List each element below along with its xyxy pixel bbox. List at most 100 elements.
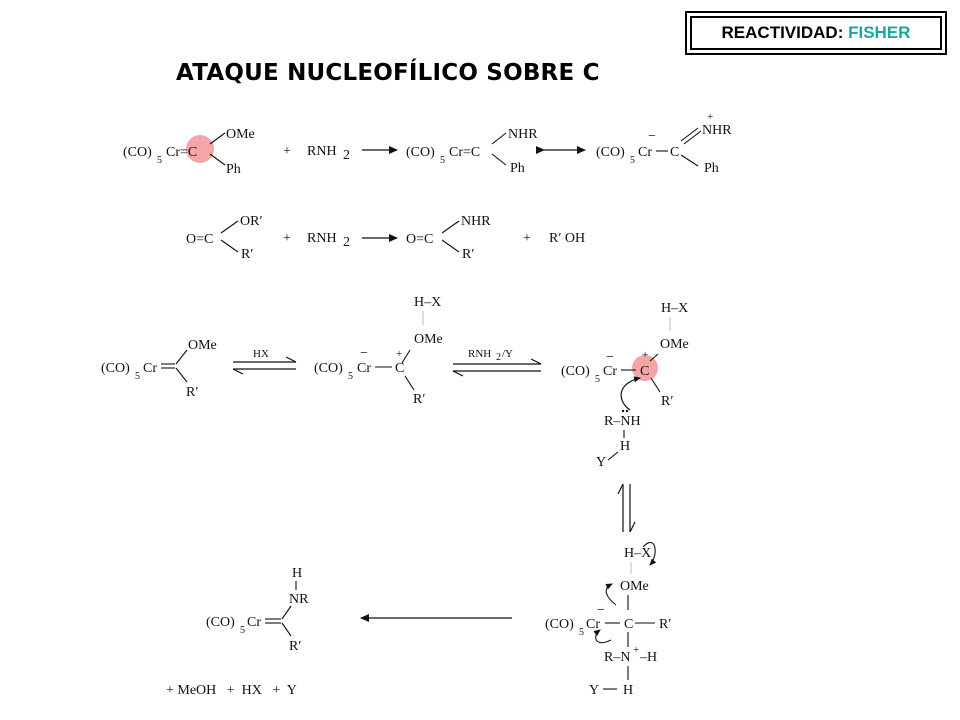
highlight-carbon-1: [186, 135, 214, 163]
y-reagent: /Y: [502, 348, 513, 360]
hx-label: H–X: [624, 546, 651, 561]
ph-label: Ph: [704, 161, 719, 176]
row1-amine: RNH 2: [307, 144, 350, 163]
row2-amine: RNH 2: [307, 231, 350, 250]
byproducts-label: + MeOH + HX + Y: [166, 683, 297, 698]
plus-sign: +: [283, 144, 291, 159]
rn-group: R–N: [604, 650, 630, 665]
plus-charge: +: [396, 348, 402, 360]
h-label: H: [623, 683, 633, 698]
page-title: ATAQUE NUCLEOFÍLICO SOBRE C: [176, 60, 600, 86]
or-prime-label: OR′: [240, 214, 263, 229]
o-eq-c: O=C: [186, 232, 213, 247]
alcohol-label: R′ OH: [549, 231, 585, 246]
row3-protonated-adduct: H–X OMe + (CO) 5 Cr − C R′: [314, 295, 443, 407]
sub-5: 5: [595, 374, 600, 385]
r-prime-label: R′: [413, 392, 425, 407]
hx-label: H–X: [661, 301, 688, 316]
minus-charge: −: [648, 129, 656, 144]
n-plus-charge: +: [633, 644, 639, 656]
row3-attack-intermediate: H–X OMe + (CO) 5 Cr − C R′ R–NH H Y: [561, 301, 689, 470]
cr-label: Cr: [586, 617, 600, 632]
plus-sign: +: [523, 231, 531, 246]
badge-label: REACTIVIDAD:: [721, 23, 844, 42]
curved-arrow-ome: [605, 583, 617, 606]
sub-5: 5: [157, 155, 162, 166]
co-label: (CO): [561, 364, 590, 379]
sub-5: 5: [579, 627, 584, 638]
sub-5: 5: [348, 371, 353, 382]
rnh-label: RNH: [307, 231, 337, 246]
sub-5: 5: [240, 625, 245, 636]
cr-label: Cr: [638, 145, 652, 160]
sub-2: 2: [343, 235, 350, 250]
r-prime-label: R′: [186, 385, 198, 400]
curved-arrow-hx: [642, 541, 657, 566]
ome-label: OMe: [188, 338, 217, 353]
minus-charge: −: [606, 350, 614, 365]
r-prime-label: R′: [241, 247, 253, 262]
ph-label: Ph: [226, 162, 241, 177]
highlight-carbon-2: [632, 355, 658, 381]
co-label: (CO): [406, 145, 435, 160]
reactivity-badge: REACTIVIDAD: FISHER: [685, 11, 947, 55]
row1-product-aminocarbene: (CO) 5 Cr=C NHR Ph: [406, 127, 538, 176]
r-prime-label: R′: [661, 394, 673, 409]
cr-label: Cr: [357, 361, 371, 376]
nhr-label: NHR: [508, 127, 538, 142]
co-label: (CO): [206, 615, 235, 630]
h-label: H: [620, 439, 630, 454]
co-label: (CO): [314, 361, 343, 376]
r-prime-label: R′: [289, 639, 301, 654]
row1-zwitterion: (CO) 5 Cr − C + NHR Ph: [596, 111, 732, 176]
cr-eq-c: Cr=C: [166, 145, 197, 160]
ome-label: OMe: [226, 127, 255, 142]
co-label: (CO): [545, 617, 574, 632]
c-label: C: [395, 361, 404, 376]
o-eq-c: O=C: [406, 232, 433, 247]
co-label: (CO): [123, 145, 152, 160]
ph-label: Ph: [510, 161, 525, 176]
y-label: Y: [589, 683, 599, 698]
nhr-plus-label: NHR: [702, 123, 732, 138]
h-label: H: [292, 566, 302, 581]
co-label: (CO): [101, 361, 130, 376]
vertical-equilibrium: [617, 483, 636, 533]
reactivity-badge-inner: REACTIVIDAD: FISHER: [690, 16, 942, 50]
sub-5: 5: [135, 371, 140, 382]
sub-2: 2: [496, 352, 501, 363]
nh-label: –H: [639, 650, 657, 665]
amine-equilibrium: RNH 2 /Y: [452, 348, 542, 377]
co-label: (CO): [596, 145, 625, 160]
r-prime-label: R′: [659, 617, 671, 632]
c-label: C: [670, 145, 679, 160]
sub-5: 5: [440, 155, 445, 166]
row3-carbene: (CO) 5 Cr OMe R′: [101, 338, 217, 400]
badge-value: FISHER: [848, 23, 911, 42]
cr-eq-c: Cr=C: [449, 145, 480, 160]
c-label: C: [624, 617, 633, 632]
y-label: Y: [596, 455, 606, 470]
plus-sign: +: [283, 231, 291, 246]
nhr-label: NHR: [461, 214, 491, 229]
rnh-label: RNH: [307, 144, 337, 159]
c-label: C: [640, 364, 649, 379]
cr-label: Cr: [247, 615, 261, 630]
hx-label: H–X: [414, 295, 441, 310]
row4-tetrahedral-intermediate: H–X OMe (CO) 5 Cr − C R′ R–N + –H Y H: [545, 541, 671, 698]
nr-label: NR: [289, 592, 309, 607]
sub-2: 2: [343, 148, 350, 163]
row2-amide: O=C NHR R′: [406, 214, 491, 262]
rnh-reagent: RNH: [468, 348, 491, 360]
hx-equilibrium: HX: [232, 348, 297, 375]
hx-reagent: HX: [253, 348, 269, 360]
plus-charge: +: [642, 349, 648, 361]
sub-5: 5: [630, 155, 635, 166]
row4-product: H NR (CO) 5 Cr R′: [206, 566, 309, 654]
cr-label: Cr: [143, 361, 157, 376]
row2-ester: O=C OR′ R′: [186, 214, 263, 262]
plus-charge: +: [707, 111, 713, 123]
ome-label: OMe: [414, 332, 443, 347]
ome-label: OMe: [660, 337, 689, 352]
minus-charge: −: [597, 603, 605, 618]
